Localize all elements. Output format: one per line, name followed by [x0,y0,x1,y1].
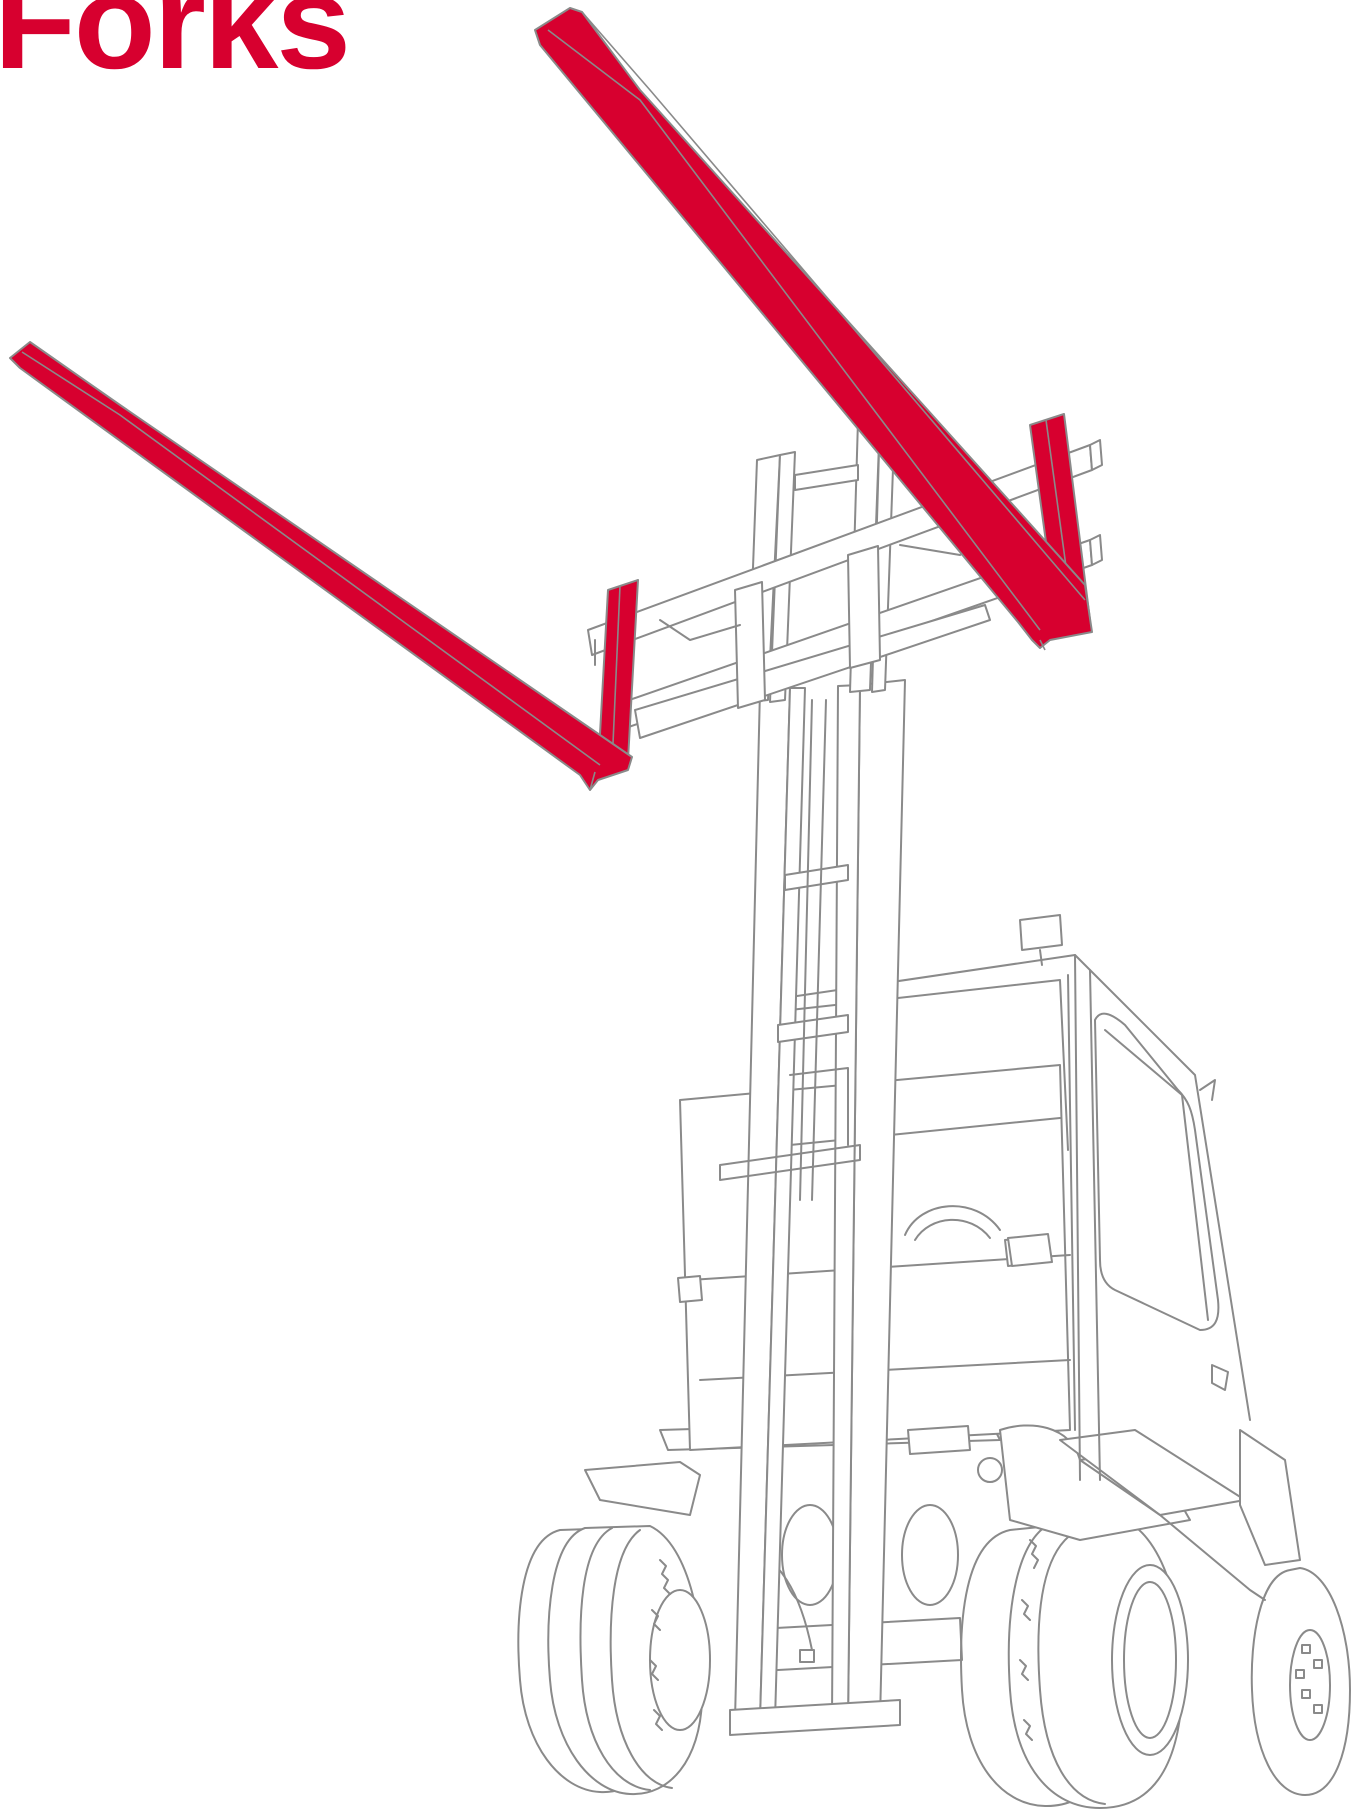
right-wheel [961,1516,1188,1808]
rear-right-wheel [1252,1568,1350,1795]
left-fork-blade [10,342,632,790]
left-wheel [518,1526,710,1794]
left-fork [10,342,638,790]
